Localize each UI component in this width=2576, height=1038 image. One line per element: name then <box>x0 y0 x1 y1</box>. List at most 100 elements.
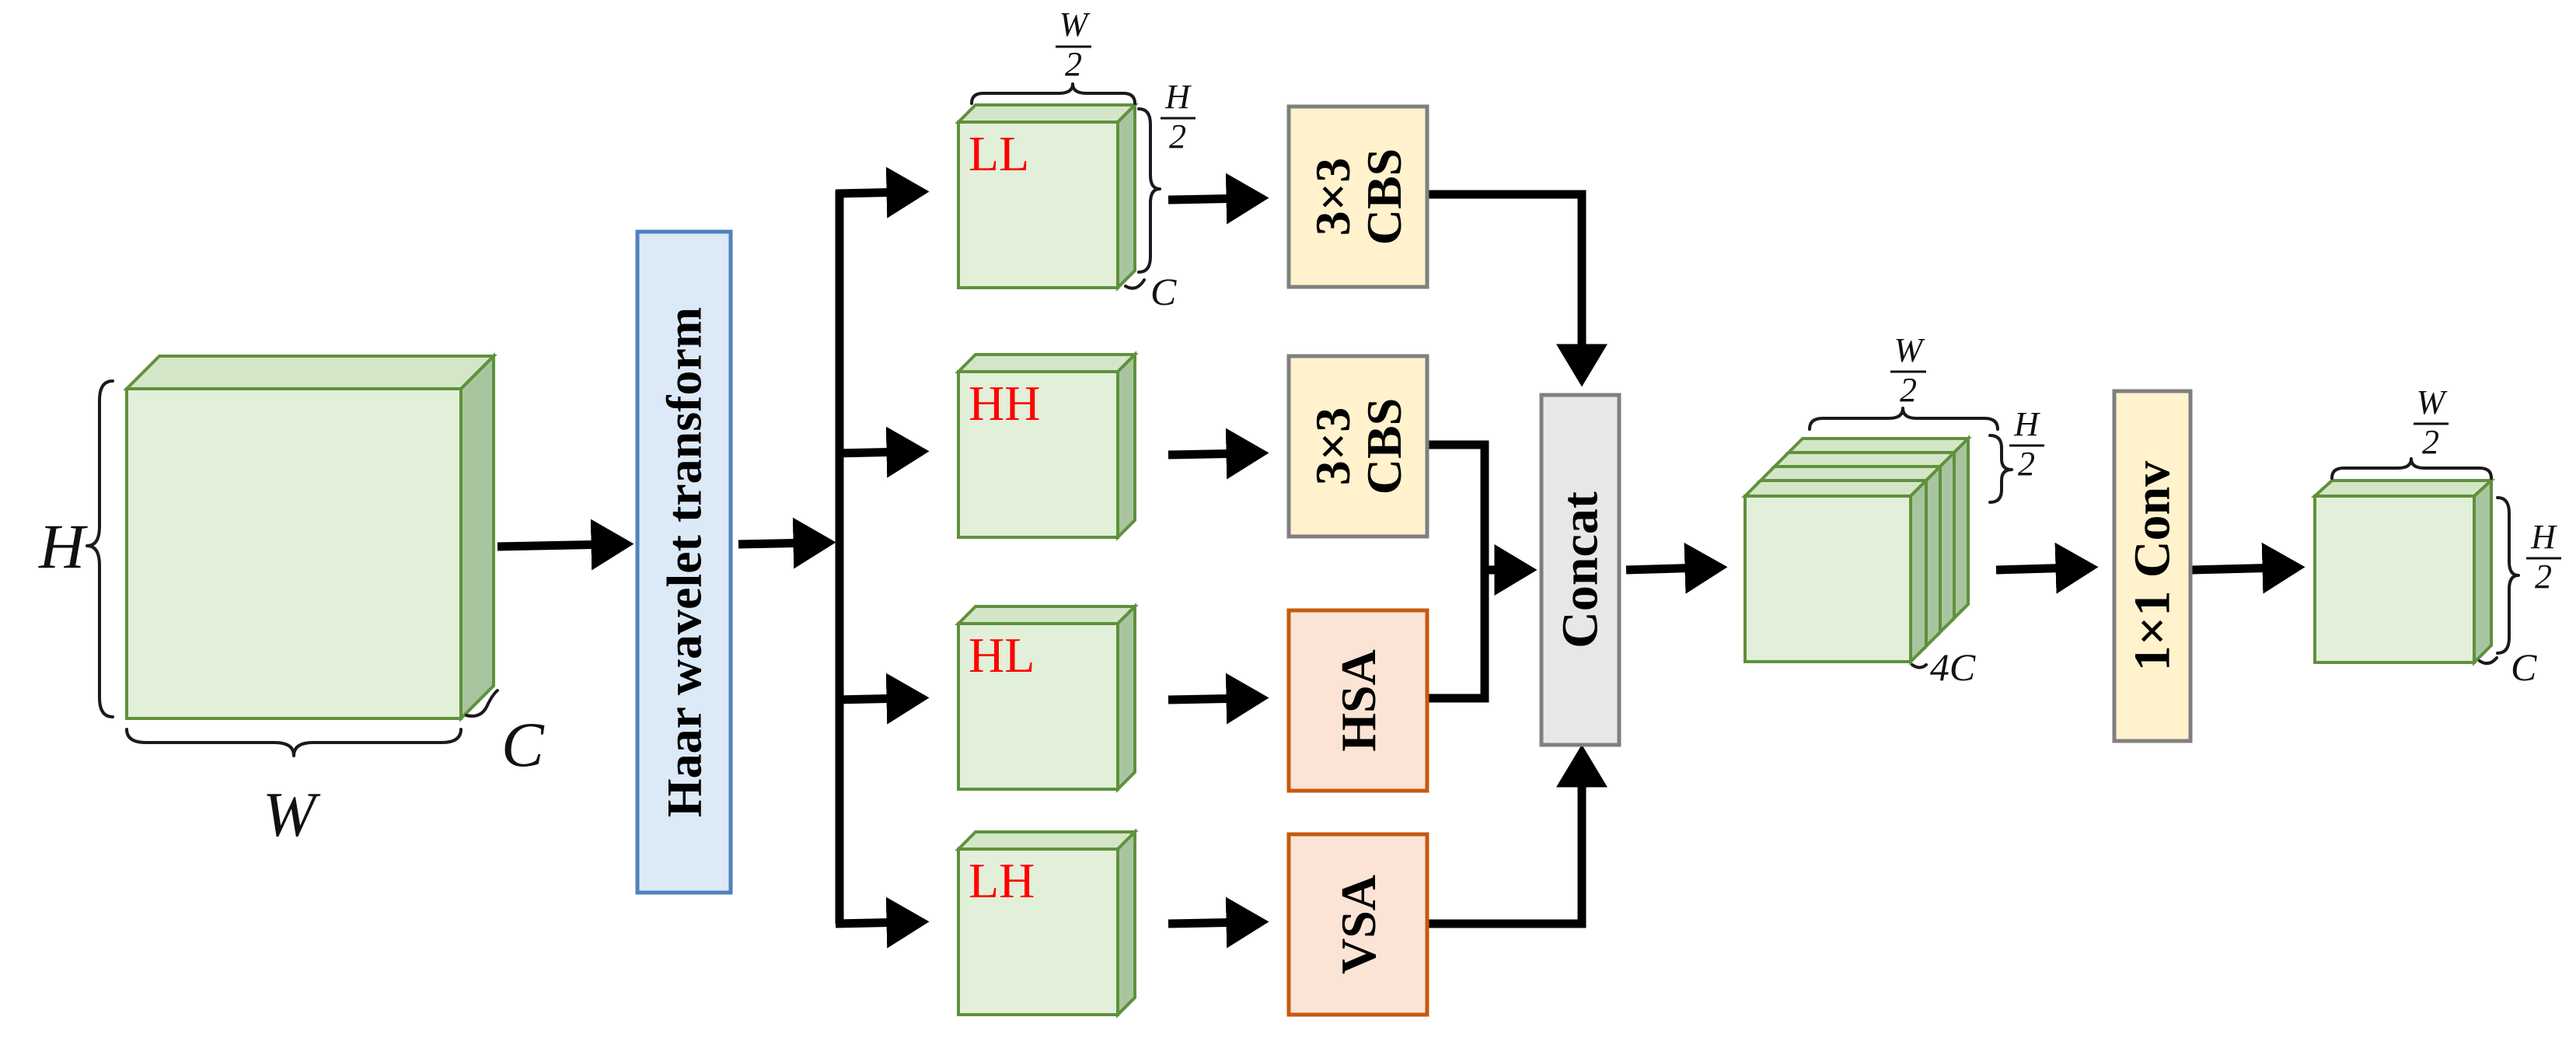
stack-height-brace <box>1988 434 2013 504</box>
input-feature-cube <box>123 352 497 722</box>
op-block-ll: 3×3CBS <box>1286 104 1429 289</box>
input-cube-side <box>459 352 495 722</box>
arrows <box>497 166 2305 949</box>
op-block-hl: HSA <box>1286 608 1429 793</box>
subband-cube-hh-side <box>1116 351 1136 541</box>
stack-width-num: W <box>1894 331 1925 369</box>
arrow-to-lh <box>835 896 930 949</box>
arrow-stack-to-conv <box>1995 542 2099 594</box>
input-cube-front <box>125 387 462 720</box>
op-block-box-ll <box>1286 104 1429 289</box>
arrow-hsa-to-concat <box>1429 570 1489 703</box>
arrow-to-ll <box>835 166 930 218</box>
subband-cube-hl <box>955 603 1139 793</box>
arrow-concat-to-stack <box>1625 542 1728 594</box>
arrow-cbs1-to-concat <box>1429 190 1607 387</box>
ll-height-brace <box>1137 107 1161 274</box>
op-block-label-lh: VSA <box>1331 875 1386 974</box>
arrow-input-to-haar <box>497 519 634 571</box>
output-cube-top <box>2310 479 2496 498</box>
haar-wavelet-transform-block: Haar wavelet transform <box>635 229 733 895</box>
subband-cube-hl-top <box>955 605 1139 625</box>
output-height-num: H <box>2530 518 2557 556</box>
subband-operations: 3×3CBS 3×3CBS HSA VSA <box>1286 104 1429 1017</box>
stack-height-den: 2 <box>2018 445 2035 483</box>
subband-label-hh: HH <box>969 376 1040 431</box>
stack-cube-1 <box>1741 477 1930 666</box>
arrow-hl-to-hsa <box>1168 673 1269 725</box>
conv-1x1-block: 1×1 Conv <box>2112 389 2193 743</box>
input-height-brace <box>86 379 114 718</box>
ll-channel-brace <box>1124 278 1146 290</box>
input-cube-top <box>123 355 497 390</box>
stack-width-brace <box>1808 407 1999 431</box>
op-block-label-hh: 3×3CBS <box>1305 398 1412 495</box>
ll-width-brace <box>970 82 1136 105</box>
subband-cube-hh-front <box>957 370 1119 539</box>
arrow-conv-to-output <box>2191 542 2305 594</box>
op-block-label-ll: 3×3CBS <box>1305 149 1412 246</box>
subband-cube-lh-top <box>955 830 1139 851</box>
output-channel-label: C <box>2511 645 2537 689</box>
subband-cube-hh-top <box>955 353 1139 373</box>
stack-channel-brace <box>1911 663 1928 669</box>
concat-block-label: Concat <box>1552 491 1609 648</box>
ll-height-den: 2 <box>1169 117 1186 156</box>
arrow-vsa-to-concat <box>1429 744 1607 928</box>
op-block-label-hl: HSA <box>1331 649 1386 752</box>
subband-cube-lh-side <box>1116 828 1136 1019</box>
op-block-lh: VSA <box>1286 832 1429 1017</box>
subband-cube-ll <box>955 101 1139 292</box>
input-channel-label: C <box>501 709 545 780</box>
op-block-hh: 3×3CBS <box>1286 354 1429 539</box>
conv-block-label: 1×1 Conv <box>2124 461 2181 671</box>
output-width-den: 2 <box>2422 423 2439 461</box>
output-height-den: 2 <box>2535 557 2552 596</box>
subband-cubes: LL HH HL LH <box>955 101 1139 1019</box>
op-block-box-hh <box>1286 354 1429 539</box>
output-height-brace <box>2496 496 2520 655</box>
input-channel-brace <box>465 689 499 718</box>
output-channel-brace <box>2478 656 2498 666</box>
arrow-haar-to-split <box>738 517 836 569</box>
conv-block-box <box>2112 389 2193 743</box>
subband-cube-lh <box>955 828 1139 1019</box>
stack-cube-1-top <box>1741 479 1930 498</box>
input-height-label: H <box>38 511 88 582</box>
output-cube-side <box>2473 477 2493 666</box>
input-width-label: W <box>263 779 321 850</box>
input-width-brace <box>125 728 462 757</box>
output-width-num: W <box>2417 383 2448 421</box>
stack-cube-1-front <box>1744 495 1912 663</box>
subband-cube-ll-front <box>957 121 1119 289</box>
op-block-box-lh <box>1286 832 1429 1017</box>
stack-width-den: 2 <box>1900 371 1917 409</box>
concat-block: Concat <box>1539 393 1621 747</box>
ll-width-den: 2 <box>1065 45 1082 83</box>
ll-width-num: W <box>1059 5 1091 44</box>
output-cube-front <box>2313 495 2476 664</box>
subband-cube-hh <box>955 351 1139 541</box>
subband-label-lh: LH <box>969 853 1035 908</box>
arrow-cbs2-to-concat <box>1429 440 1538 596</box>
concat-block-box <box>1539 393 1621 747</box>
arrow-ll-to-cbs <box>1168 173 1269 225</box>
subband-cube-lh-front <box>957 848 1119 1016</box>
ll-height-num: H <box>1164 78 1192 116</box>
arrow-hh-to-cbs <box>1168 428 1269 480</box>
subband-cube-hl-side <box>1116 603 1136 793</box>
arrow-to-hh <box>835 426 930 478</box>
stack-channel-label: 4C <box>1930 645 1976 689</box>
arrow-lh-to-vsa <box>1168 896 1269 949</box>
subband-cube-hl-front <box>957 622 1119 791</box>
subband-cube-ll-side <box>1116 101 1136 292</box>
op-block-box-hl <box>1286 608 1429 793</box>
subband-label-ll: LL <box>969 126 1029 181</box>
subband-cube-ll-top <box>955 103 1139 124</box>
output-feature-cube <box>2310 477 2496 666</box>
arrow-to-hl <box>835 673 930 725</box>
subband-label-hl: HL <box>969 627 1035 683</box>
stack-height-num: H <box>2013 405 2040 443</box>
haar-block-box <box>635 229 733 895</box>
